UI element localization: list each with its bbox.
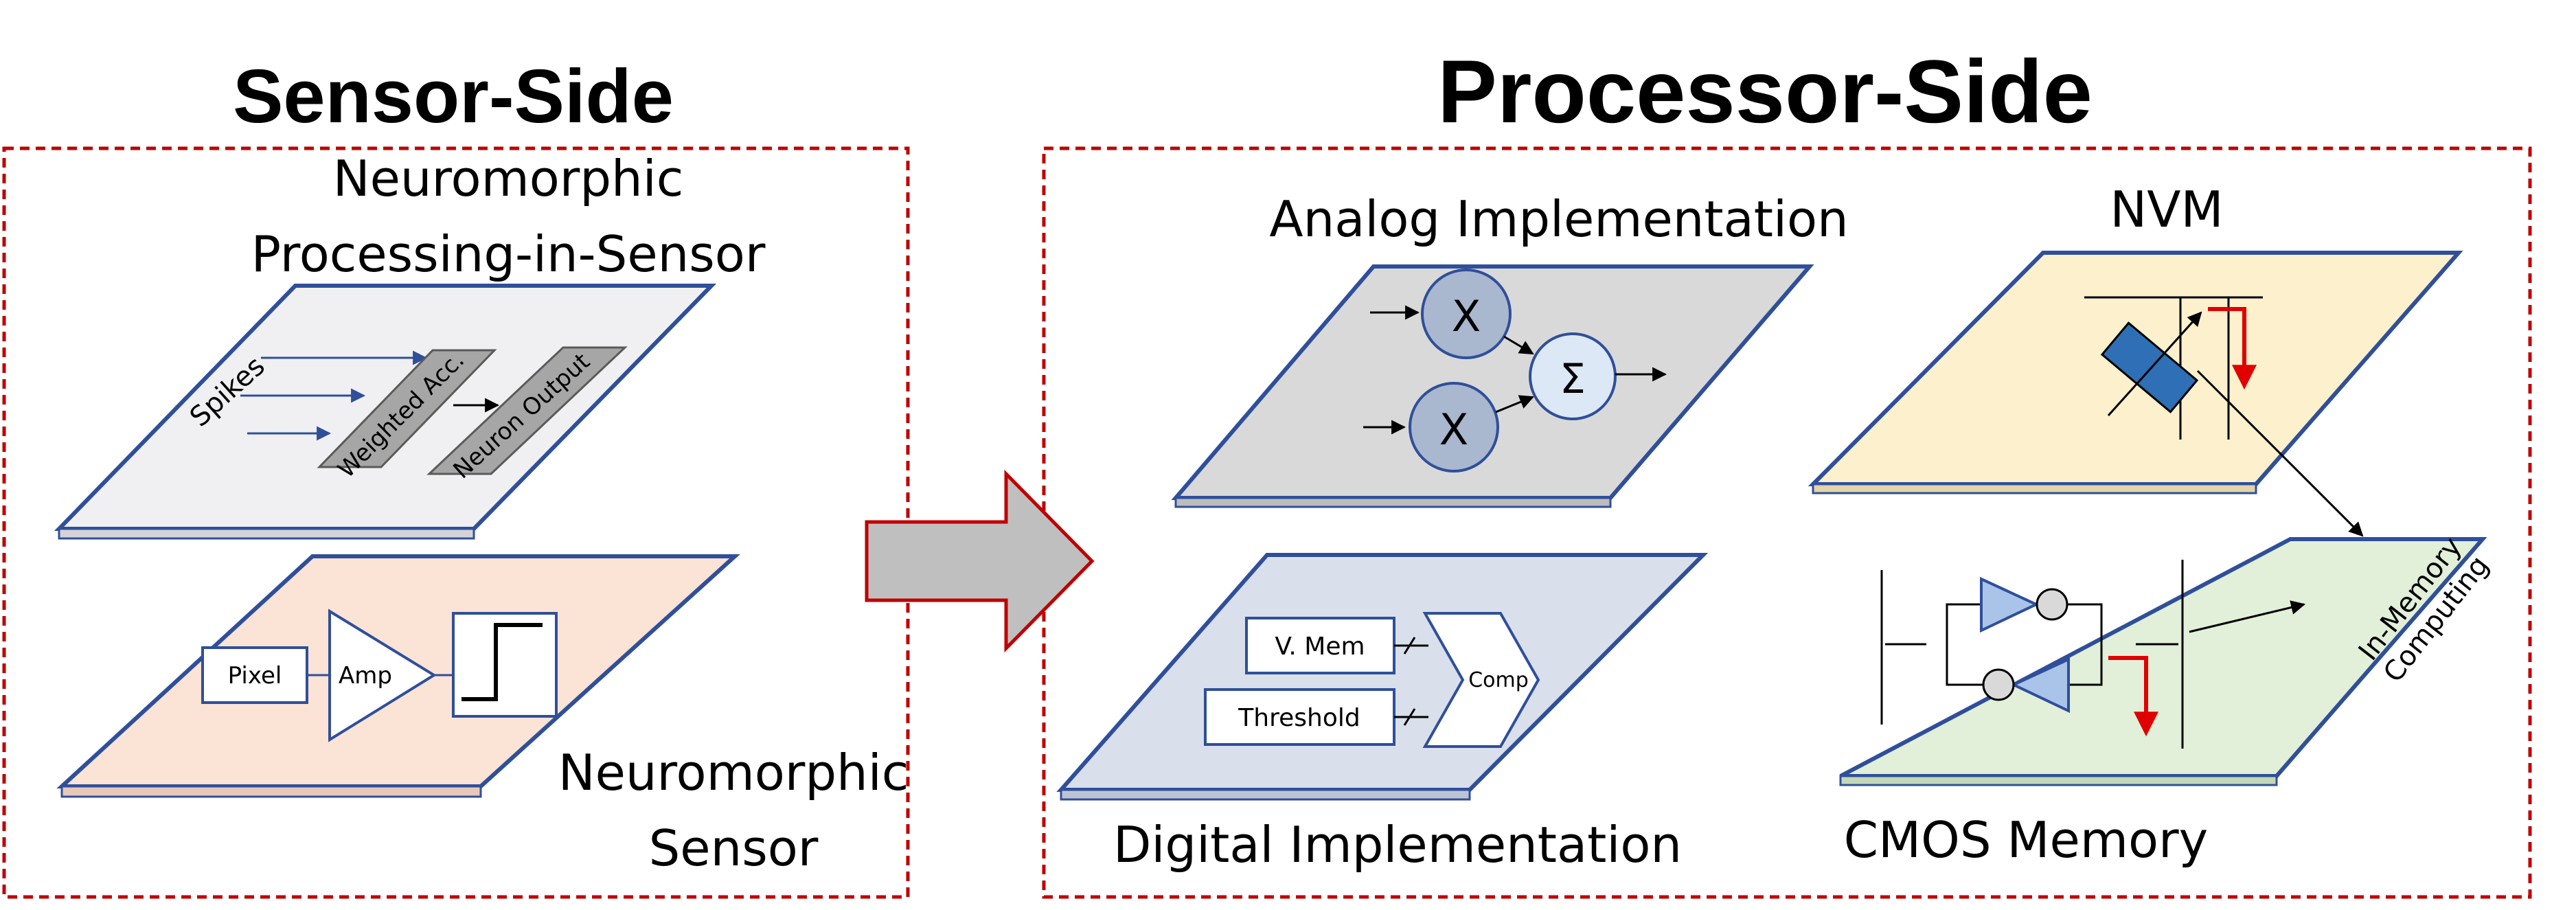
nvm-current-path <box>2208 307 2257 390</box>
cmos-to-imc-arrow <box>2189 600 2306 633</box>
pis-title-line1: Neuromorphic <box>333 150 684 207</box>
threshold-label: Threshold <box>1238 704 1360 732</box>
sensor-side-title: Sensor-Side <box>233 54 674 139</box>
pixel-label: Pixel <box>228 662 282 690</box>
multiply-node-1 <box>1421 269 1512 359</box>
sum-node <box>1529 332 1617 420</box>
processor-side-title: Processor-Side <box>1437 41 2093 141</box>
comparator-block <box>1422 612 1540 748</box>
analog-plane-edge <box>1174 497 1612 508</box>
multiply-node-2-label: X <box>1439 405 1468 455</box>
amp-label: Amp <box>339 662 392 690</box>
digital-title: Digital Implementation <box>1113 816 1682 874</box>
nvm-plane-edge <box>1812 483 2257 494</box>
inverter-bottom <box>2010 657 2070 714</box>
inverter-top-bubble <box>2036 588 2068 621</box>
step-function-icon <box>461 623 543 701</box>
sensor-side-frame <box>2 146 910 899</box>
sensor-to-processor-arrow <box>865 469 1095 653</box>
weighted-acc-block <box>317 349 497 468</box>
multiply-node-1-label: X <box>1452 291 1481 341</box>
inverter-bottom-bubble <box>1982 668 2015 701</box>
comparator-label: Comp <box>1468 668 1529 692</box>
cmos-current-path <box>2108 656 2158 737</box>
v-mem-bus-slash <box>1403 637 1416 655</box>
v-mem-box <box>1245 617 1395 674</box>
pixel-box <box>201 646 308 704</box>
pis-title-line2: Processing-in-Sensor <box>251 225 766 283</box>
multiply-1-to-sum <box>1503 335 1534 355</box>
cmos-title: CMOS Memory <box>1844 811 2208 869</box>
sum-node-label: Σ <box>1560 355 1586 403</box>
threshold-bus-slash <box>1403 708 1416 726</box>
multiply-2-to-sum <box>1495 395 1534 413</box>
v-mem-label: V. Mem <box>1275 633 1365 661</box>
analog-title: Analog Implementation <box>1269 190 1848 248</box>
amp-triangle <box>328 608 437 742</box>
inverter-top <box>1980 576 2040 633</box>
sensor-plane-edge <box>60 785 482 798</box>
neuron-output-block <box>426 346 628 475</box>
nvm-to-imc-arrow <box>2196 369 2364 537</box>
digital-plane-edge <box>1060 788 1471 801</box>
sensor-title-line1: Neuromorphic <box>558 744 909 801</box>
multiply-node-2 <box>1409 382 1499 473</box>
cmos-plane-edge <box>1839 775 2278 786</box>
sensor-title-line2: Sensor <box>649 819 819 877</box>
nvm-title: NVM <box>2110 181 2223 238</box>
pis-plane-edge <box>58 527 475 540</box>
memristor-arrow <box>2107 311 2202 417</box>
